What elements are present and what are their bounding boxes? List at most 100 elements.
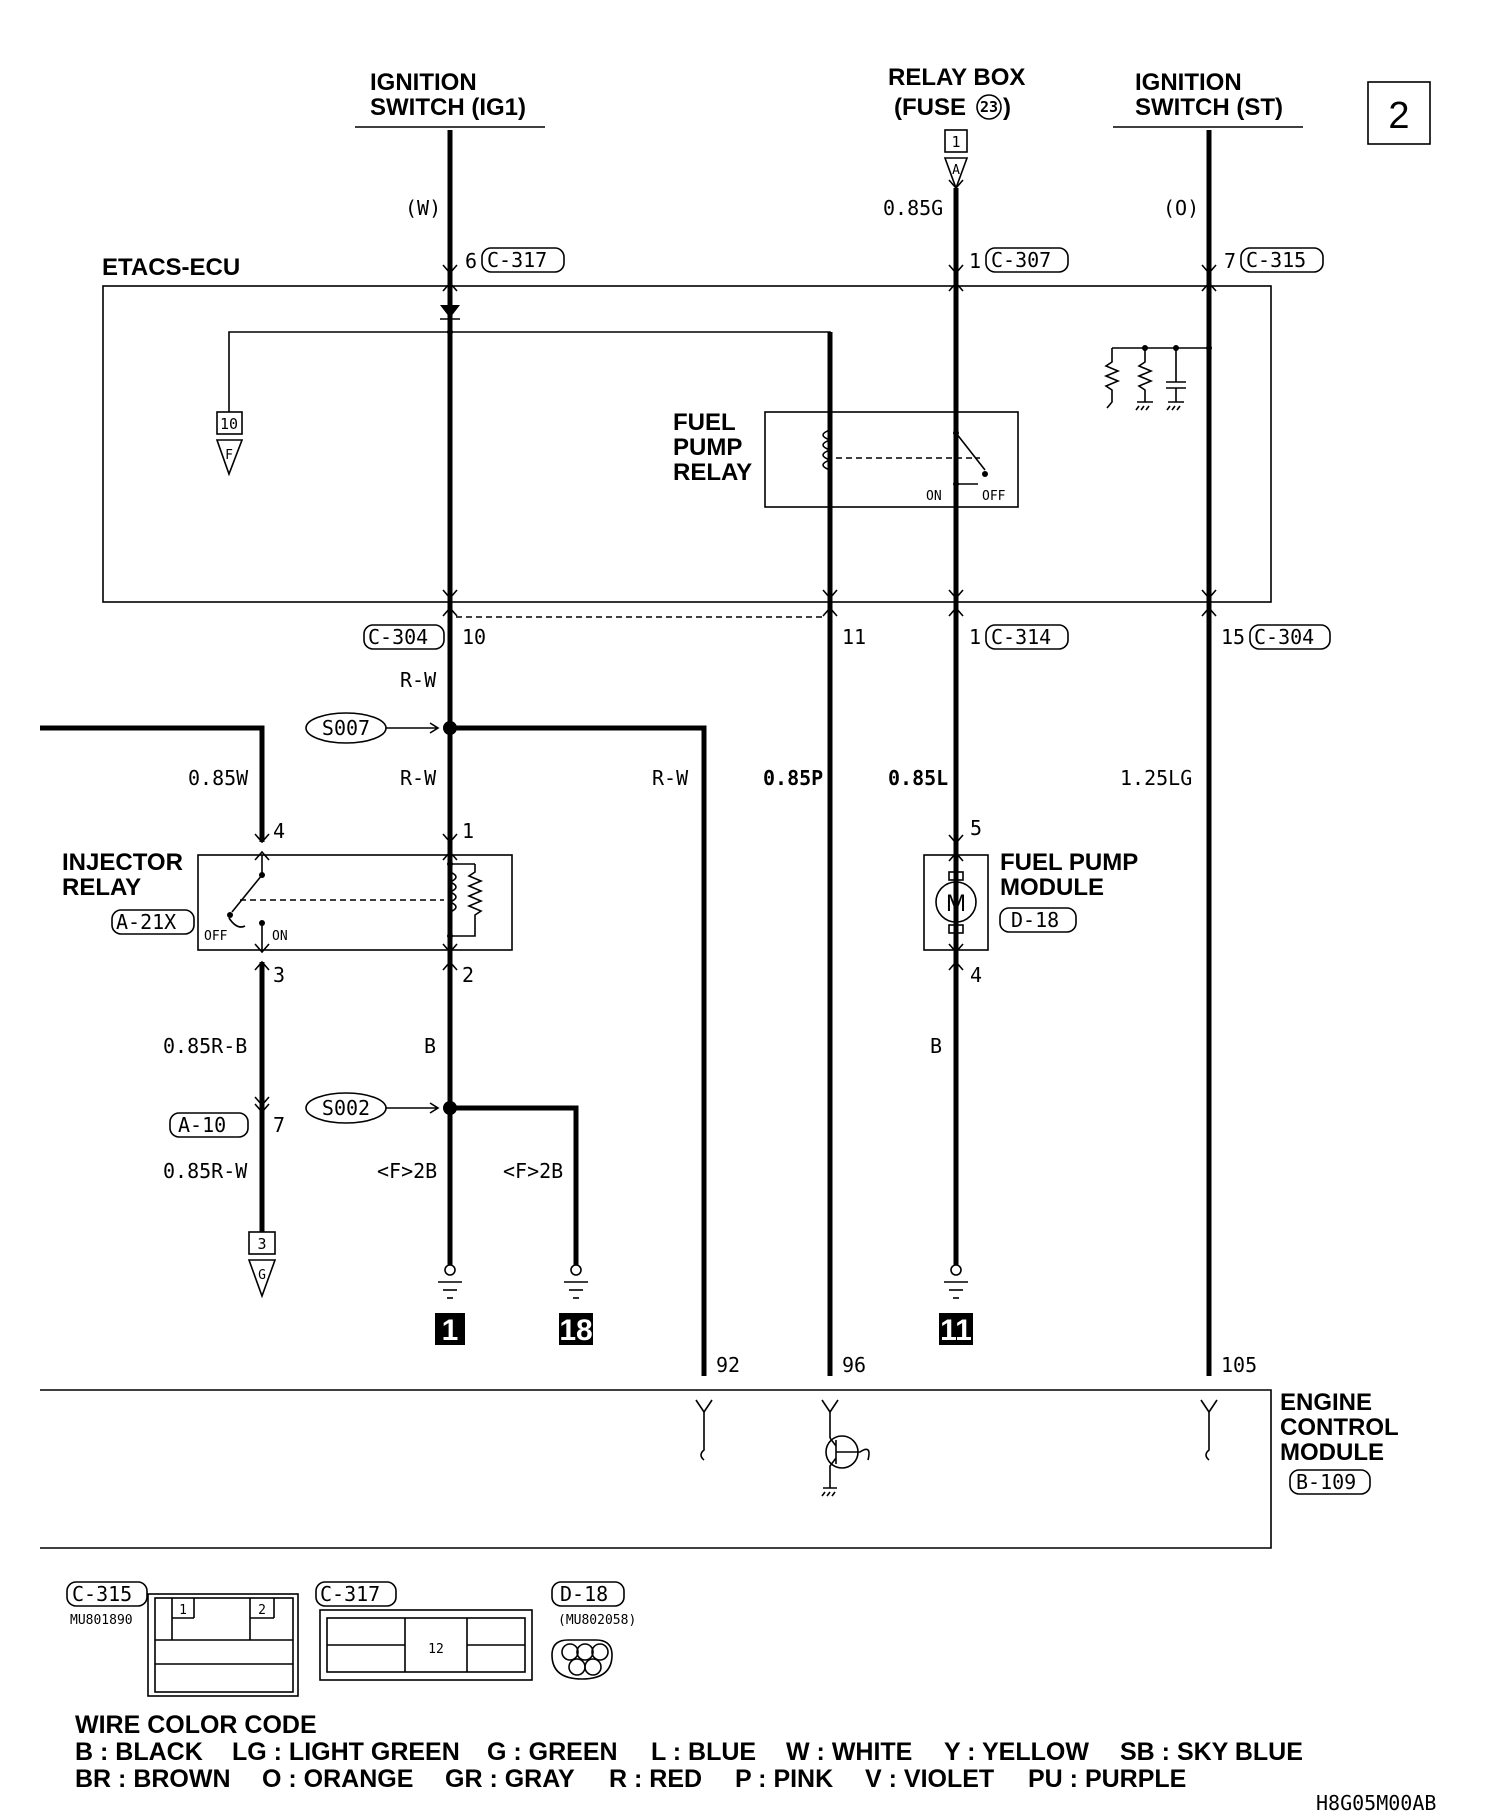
relay-box-label: RELAY BOX — [888, 64, 1025, 91]
fuel-pump-relay-box — [764, 411, 1019, 508]
inj-on-label: ON — [272, 929, 288, 944]
color-v: V : VIOLET — [865, 1765, 994, 1793]
ig1-label-line2: SWITCH (IG1) — [370, 94, 526, 121]
color-br: BR : BROWN — [75, 1765, 231, 1793]
ground-11: 11 — [939, 1264, 973, 1347]
relay-box-fuse: RELAY BOX (FUSE 23 ) 1 A — [888, 64, 1025, 191]
conn-d18: D-18 — [1011, 908, 1059, 932]
fpm-pin-4: 4 — [970, 963, 982, 987]
ground-11-label: 11 — [940, 1314, 972, 1347]
relay-box-conn-letter: A — [952, 163, 960, 178]
wire-label-w: (W) — [405, 196, 441, 220]
pin-7-c315: 7 — [1224, 249, 1236, 273]
cv-d18-part: (MU802058) — [558, 1613, 636, 1628]
pin-1-c307: 1 — [969, 249, 981, 273]
wire-label-b-left: B — [424, 1034, 436, 1058]
inj-pin-1: 1 — [462, 819, 474, 843]
etacs-ecu-title: ETACS-ECU — [102, 254, 240, 281]
fuel-pump-relay-line1: FUEL — [673, 409, 736, 436]
relay-box-pin: 1 — [951, 133, 960, 151]
ecm-pin-105: 105 — [1221, 1353, 1257, 1377]
drawing-code: H8G05M00AB — [1316, 1791, 1436, 1815]
capacitor-icon — [1166, 348, 1186, 411]
pin-1-c314: 1 — [969, 625, 981, 649]
ig1-label-line1: IGNITION — [370, 69, 477, 96]
cv-c315-part: MU801890 — [70, 1613, 133, 1628]
motor-symbol: M — [946, 890, 966, 917]
inj-pin-2: 2 — [462, 963, 474, 987]
fuel-pump-relay-line3: RELAY — [673, 459, 752, 486]
wire-label-rw-right: R-W — [652, 766, 689, 790]
color-r: R : RED — [609, 1765, 702, 1793]
wire-label-125lg: 1.25LG — [1120, 766, 1192, 790]
cv-c315-label: C-315 — [72, 1582, 132, 1606]
inj-pin-3: 3 — [273, 963, 285, 987]
conn-c307: C-307 — [991, 248, 1051, 272]
relay-off-label: OFF — [982, 489, 1006, 504]
pin-10: 10 — [462, 625, 486, 649]
ecm-box — [40, 1389, 1272, 1549]
wire-color-code: WIRE COLOR CODE B : BLACK LG : LIGHT GRE… — [75, 1711, 1303, 1793]
wire-label-085w: 0.85W — [188, 766, 249, 790]
relay-box-close-paren: ) — [1003, 94, 1011, 121]
a10-pin-7: 7 — [273, 1113, 285, 1137]
color-lg: LG : LIGHT GREEN — [232, 1738, 460, 1766]
ecm-pin-96: 96 — [842, 1353, 866, 1377]
wire-label-085rw: 0.85R-W — [163, 1159, 248, 1183]
pin-15: 15 — [1221, 625, 1245, 649]
ground-18-label: 18 — [559, 1314, 592, 1347]
ignition-switch-ig1: IGNITION SWITCH (IG1) — [355, 69, 545, 128]
injector-relay-line2: RELAY — [62, 874, 141, 901]
splice-s002: S002 — [322, 1096, 370, 1120]
wire-label-o: (O) — [1163, 196, 1199, 220]
connector-view-c317: C-317 12 — [315, 1581, 533, 1681]
etacs-ref-letter: F — [225, 448, 233, 463]
page-number: 2 — [1388, 95, 1409, 137]
resistor-icon — [1103, 348, 1121, 409]
st-label-line2: SWITCH (ST) — [1135, 94, 1283, 121]
ground-1: 1 — [435, 1264, 465, 1347]
inj-pin-4: 4 — [273, 819, 285, 843]
ground-18: 18 — [559, 1264, 593, 1347]
conn-c315-top: C-315 — [1246, 248, 1306, 272]
wire-label-rw-mid: R-W — [400, 766, 437, 790]
conn-a21x: A-21X — [116, 910, 176, 934]
wire-085w — [40, 725, 265, 842]
relay-coil-icon — [822, 429, 833, 471]
a10-ref-letter: G — [258, 1268, 266, 1283]
conn-c304-left: C-304 — [368, 625, 428, 649]
svg-text:1: 1 — [179, 1603, 187, 1618]
conn-a10: A-10 — [178, 1113, 226, 1137]
ecm-label-line2: CONTROL — [1280, 1414, 1399, 1441]
connector-view-d18: D-18 (MU802058) — [551, 1581, 636, 1680]
relay-on-label: ON — [926, 489, 942, 504]
cv-d18-label: D-18 — [560, 1582, 608, 1606]
wire-label-085g: 0.85G — [883, 196, 943, 220]
wire-label-rw-top: R-W — [400, 668, 437, 692]
wire-rw-ecm92 — [450, 725, 707, 1376]
fpm-label-line1: FUEL PUMP — [1000, 849, 1138, 876]
color-b: B : BLACK — [75, 1738, 203, 1766]
connector-view-c315: C-315 MU801890 1 2 — [66, 1581, 299, 1697]
st-label-line1: IGNITION — [1135, 69, 1242, 96]
conn-b109: B-109 — [1296, 1470, 1356, 1494]
relay-box-fuse-label: (FUSE — [894, 94, 966, 121]
page-number-box — [1367, 81, 1431, 145]
color-p: P : PINK — [735, 1765, 833, 1793]
conn-c304-right: C-304 — [1254, 625, 1314, 649]
fpm-label-line2: MODULE — [1000, 874, 1104, 901]
ecm-label-line1: ENGINE — [1280, 1389, 1372, 1416]
wire-label-085l: 0.85L — [888, 766, 948, 790]
fpm-pin-5: 5 — [970, 816, 982, 840]
ecm-pin-92: 92 — [716, 1353, 740, 1377]
injector-relay-coil-icon — [447, 871, 457, 913]
color-y: Y : YELLOW — [944, 1738, 1089, 1766]
color-gr: GR : GRAY — [445, 1765, 575, 1793]
fuse-number: 23 — [980, 98, 998, 116]
ecm-label-line3: MODULE — [1280, 1439, 1384, 1466]
svg-text:12: 12 — [428, 1642, 444, 1657]
conn-c317-top: C-317 — [487, 248, 547, 272]
splice-s007: S007 — [322, 716, 370, 740]
ignition-switch-st: IGNITION SWITCH (ST) — [1113, 69, 1303, 128]
svg-text:2: 2 — [258, 1603, 266, 1618]
